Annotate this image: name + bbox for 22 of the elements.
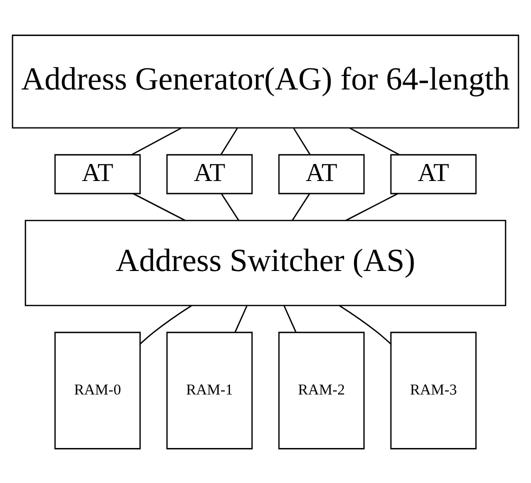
connector (132, 192, 186, 220)
node-box: AT (278, 154, 365, 194)
connector (131, 127, 182, 155)
connector (339, 304, 392, 344)
node-box: Address Switcher (AS) (24, 219, 506, 306)
node-box: AT (166, 154, 253, 194)
node-box: AT (390, 154, 477, 194)
connector (350, 127, 400, 155)
connector (293, 128, 311, 154)
connector (346, 192, 398, 220)
connector (234, 305, 248, 332)
node-box: RAM-3 (390, 331, 477, 449)
connector (220, 128, 238, 154)
node-box: AT (54, 154, 141, 194)
node-box: RAM-1 (166, 331, 253, 449)
node-box: RAM-2 (278, 331, 365, 449)
connector (292, 192, 310, 220)
connector (140, 304, 192, 344)
connector (220, 192, 240, 220)
node-box: Address Generator(AG) for 64-length (12, 34, 520, 128)
node-box: RAM-0 (54, 331, 141, 449)
connector (284, 305, 296, 332)
